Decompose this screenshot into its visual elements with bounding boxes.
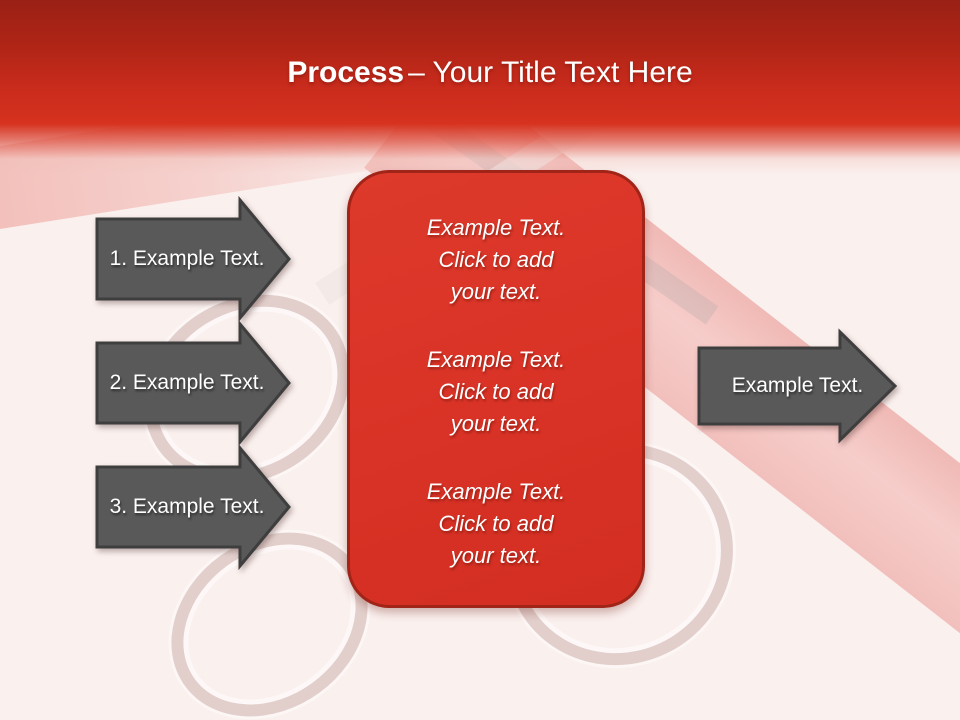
center-text-panel[interactable]: Example Text. Click to add your text. Ex…	[347, 170, 645, 608]
process-step-arrow-2[interactable]: 2. Example Text.	[95, 319, 292, 447]
step-label: 1. Example Text.	[109, 247, 265, 270]
title-keyword-text: Process	[287, 56, 405, 89]
step-label: 3. Example Text.	[109, 495, 265, 518]
step-label: 2. Example Text.	[109, 371, 265, 394]
panel-text-line: Example Text.	[426, 479, 566, 504]
right-arrow-shape-icon	[95, 195, 291, 323]
title-rest-text: – Your Title Text Here	[408, 56, 693, 89]
result-arrow[interactable]: Example Text.	[697, 328, 898, 444]
right-arrow-shape-icon	[95, 319, 291, 447]
panel-text-line: Click to add	[438, 511, 554, 536]
result-label: Example Text.	[731, 374, 864, 397]
header-gradient-fade	[0, 124, 960, 174]
right-arrow-shape-icon	[95, 443, 291, 571]
panel-paragraph: Example Text. Click to add your text.	[368, 476, 624, 572]
panel-text-line: your text.	[450, 411, 542, 436]
process-step-arrow-3[interactable]: 3. Example Text.	[95, 443, 292, 571]
right-arrow-shape-icon	[697, 328, 898, 444]
process-step-arrow-1[interactable]: 1. Example Text.	[95, 195, 292, 323]
panel-text-line: your text.	[450, 543, 542, 568]
title-bar	[0, 0, 960, 124]
panel-text-line: Click to add	[438, 247, 554, 272]
panel-text-line: Click to add	[438, 379, 554, 404]
panel-paragraph: Example Text. Click to add your text.	[368, 212, 624, 308]
panel-text-line: your text.	[450, 279, 542, 304]
slide-title[interactable]: Process– Your Title Text Here	[10, 54, 960, 92]
panel-text-line: Example Text.	[426, 347, 566, 372]
panel-paragraph: Example Text. Click to add your text.	[368, 344, 624, 440]
panel-text-line: Example Text.	[426, 215, 566, 240]
